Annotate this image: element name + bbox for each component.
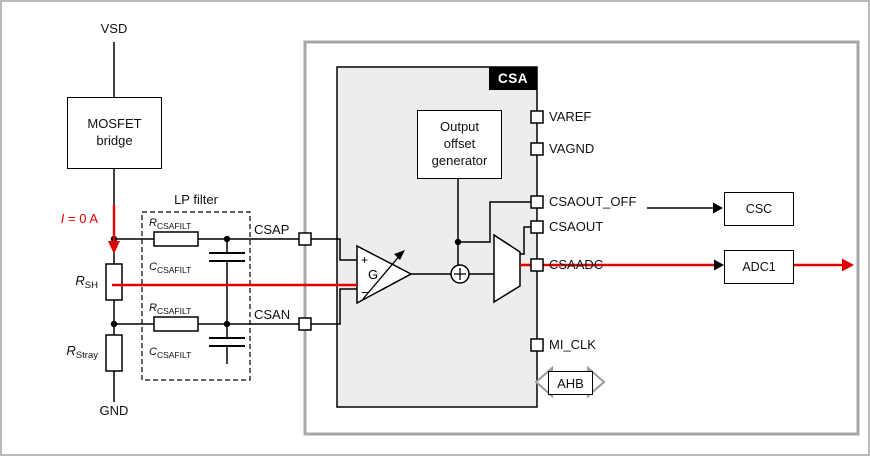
- pin-csap: [298, 232, 312, 246]
- current-arrowhead: [108, 241, 120, 254]
- gnd-label: GND: [99, 403, 129, 418]
- current-annotation: I = 0 A: [36, 211, 98, 227]
- c-top-subscript: CSAFILT: [156, 265, 192, 275]
- csap-net-label: CSAP: [254, 222, 290, 237]
- ahb-bus-label: AHB: [548, 371, 593, 395]
- current-value: = 0 A: [64, 211, 98, 226]
- c-top-symbol: C: [149, 261, 157, 273]
- gain-adjust-arrow: [362, 253, 402, 300]
- pin-label-csaadc: CSAADC: [549, 257, 604, 272]
- csan-net-label: CSAN: [254, 307, 291, 322]
- resistor-rcsafilt-bottom: [153, 316, 199, 332]
- r-sh-subscript: SH: [84, 280, 98, 291]
- amp-gain-label: G: [368, 267, 378, 282]
- pin-label-vagnd: VAGND: [549, 141, 595, 156]
- measurement-path: [112, 205, 842, 287]
- r-sh-symbol: R: [75, 273, 85, 288]
- resistor-rstray: [105, 334, 123, 372]
- amp-plus-input-label: +: [361, 253, 368, 267]
- pin-varef: [530, 110, 544, 124]
- resistor-rsh: [105, 263, 123, 301]
- r-stray-label: RStray: [34, 343, 98, 362]
- c-bottom-subscript: CSAFILT: [156, 350, 192, 360]
- pin-csaout-off: [530, 195, 544, 209]
- wire-csaout-off: [458, 201, 531, 243]
- c-bottom-symbol: C: [149, 346, 157, 358]
- amp-minus-input-label: −: [361, 285, 369, 300]
- c-csafilt-bottom-label: CCSAFILT: [149, 346, 191, 361]
- current-symbol: I: [60, 211, 65, 226]
- r-stray-subscript: Stray: [75, 350, 98, 361]
- pin-label-varef: VAREF: [549, 109, 592, 124]
- offset-generator-box: Output offset generator: [417, 110, 502, 179]
- pin-mi-clk: [530, 338, 544, 352]
- capacitor-plates: [209, 252, 245, 347]
- r-top-symbol: R: [149, 217, 157, 229]
- r-bottom-symbol: R: [149, 302, 157, 314]
- csc-arrowhead: [713, 202, 723, 214]
- mosfet-bridge-box: MOSFET bridge: [67, 97, 162, 169]
- wire-csaout: [520, 226, 531, 255]
- pin-label-csaout: CSAOUT: [549, 219, 604, 234]
- r-top-subscript: CSAFILT: [156, 221, 192, 231]
- r-stray-symbol: R: [66, 343, 76, 358]
- pin-csan: [298, 317, 312, 331]
- c-csafilt-top-label: CCSAFILT: [149, 261, 191, 276]
- exit-arrowhead: [842, 258, 854, 272]
- wire-csap: [114, 238, 357, 261]
- pin-squares: [298, 110, 544, 352]
- pin-label-csaout-off: CSAOUT_OFF: [549, 194, 637, 209]
- pin-vagnd: [530, 142, 544, 156]
- pin-csaout: [530, 220, 544, 234]
- gain-adjust-arrowhead: [394, 250, 405, 260]
- r-csafilt-top-label: RCSAFILT: [149, 217, 191, 232]
- lp-filter-outline: [141, 211, 251, 381]
- r-sh-label: RSH: [48, 273, 98, 292]
- r-bottom-subscript: CSAFILT: [156, 306, 192, 316]
- summing-plus-icon: [454, 268, 466, 280]
- csa-block-tag: CSA: [489, 67, 537, 90]
- wire-csan: [114, 288, 357, 325]
- pin-label-mi-clk: MI_CLK: [549, 337, 596, 352]
- vsd-label: VSD: [100, 21, 128, 36]
- adc1-arrowhead: [714, 259, 724, 271]
- adc1-box: ADC1: [724, 250, 794, 284]
- resistor-bodies: [105, 231, 199, 372]
- r-csafilt-bottom-label: RCSAFILT: [149, 302, 191, 317]
- csc-box: CSC: [724, 192, 794, 226]
- output-mux: [493, 233, 521, 304]
- resistor-rcsafilt-top: [153, 231, 199, 247]
- pin-csaadc: [530, 258, 544, 272]
- lp-filter-title: LP filter: [174, 192, 218, 207]
